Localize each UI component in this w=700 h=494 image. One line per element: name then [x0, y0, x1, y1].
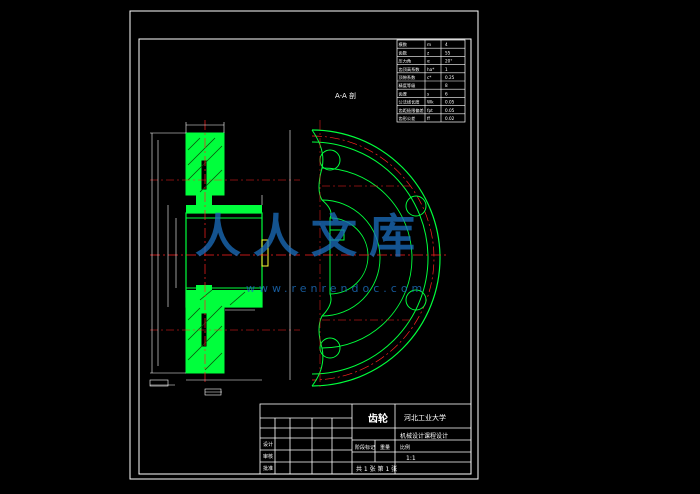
parameter-name-cell: 精度等级 [399, 82, 417, 89]
bore-circle [329, 217, 369, 295]
parameter-value-cell: 8 [445, 83, 448, 88]
parameter-value-cell: 4 [445, 42, 448, 47]
sheet-count: 共 1 张 第 1 张 [356, 465, 397, 473]
parameter-name-cell: 齿数 [399, 49, 408, 56]
root-circle [311, 141, 429, 375]
lightening-hole-4 [319, 337, 341, 359]
parameter-name-cell: 齿形公差 [399, 115, 416, 122]
tolerance-frame-bottom [204, 388, 222, 396]
parameter-symbol-cell: fpt [427, 108, 433, 113]
parameter-value-cell: 55 [445, 50, 451, 55]
part-title: 齿轮 [368, 412, 388, 425]
check-row-label: 审核 [263, 453, 273, 460]
keyway [261, 239, 269, 267]
approve-row-label: 批准 [263, 465, 273, 472]
hub-outer-circle [321, 199, 381, 317]
gear-parameter-table: 模数 m 4 齿数 z 55 压力角 α 20° 齿顶高系数 ha* 1 顶隙系数 c* 0.25 精度等级 8… [396, 39, 466, 123]
pitch-circle [311, 135, 435, 381]
parameter-name-cell: 压力角 [399, 58, 412, 65]
design-row-label: 设计 [263, 441, 273, 448]
parameter-name-cell: 模数 [399, 41, 408, 48]
parameter-symbol-cell: c* [427, 75, 431, 80]
watermark-logo-text: 人人文库 [195, 209, 427, 263]
parameter-symbol-cell: z [427, 50, 430, 55]
stage-mark-header: 阶段标记 [355, 444, 375, 451]
parameter-value-cell: 0.05 [445, 100, 455, 105]
watermark-url: www.renrendoc.com [246, 282, 426, 295]
university-name: 河北工业大学 [404, 413, 446, 422]
parameter-name-cell: 顶隙系数 [399, 74, 417, 81]
section-view [149, 120, 300, 396]
tolerance-frame-left [149, 379, 169, 387]
parameter-value-cell: 1 [445, 67, 448, 72]
rim-inner-circle [321, 167, 413, 349]
parameter-name-cell: 齿顶高系数 [399, 66, 421, 73]
parameter-value-cell: 0.25 [445, 75, 455, 80]
lightening-hole-2 [405, 195, 427, 217]
parameter-value-cell: 6 [445, 91, 448, 96]
parameter-name-cell: 齿距极限偏差 [399, 107, 424, 114]
section-dimensions [150, 122, 291, 393]
parameter-value-cell: 0.05 [445, 108, 455, 113]
section-cut-edge [311, 129, 332, 387]
scale-value: 1:1 [406, 455, 416, 462]
lightening-hole-3 [405, 289, 427, 311]
parameter-symbol-cell: Wk [427, 100, 434, 105]
parameter-symbol-cell: s [427, 91, 429, 96]
parameter-symbol-cell: m [427, 42, 431, 47]
parameter-symbol-cell: ff [427, 116, 430, 121]
parameter-name-cell: 齿厚 [399, 91, 407, 97]
addendum-circle [311, 129, 441, 387]
parameter-symbol-cell: ha* [427, 67, 434, 72]
view-note-label: A-A 剖 [335, 91, 356, 100]
title-block [259, 403, 472, 475]
project-name: 机械设计课程设计 [400, 432, 448, 440]
weight-header: 重量 [380, 444, 390, 451]
front-view [305, 120, 448, 390]
parameter-name-cell: 公法线长度 [399, 99, 421, 106]
parameter-value-cell: 0.02 [445, 116, 455, 121]
bore-keyway [329, 229, 345, 241]
scale-header: 比例 [400, 444, 410, 451]
parameter-symbol-cell: α [427, 59, 430, 64]
outer-sheet-border [129, 10, 479, 480]
hub-top-wall [186, 205, 262, 213]
web-hole-top [200, 159, 208, 191]
parameter-value-cell: 20° [445, 59, 452, 64]
